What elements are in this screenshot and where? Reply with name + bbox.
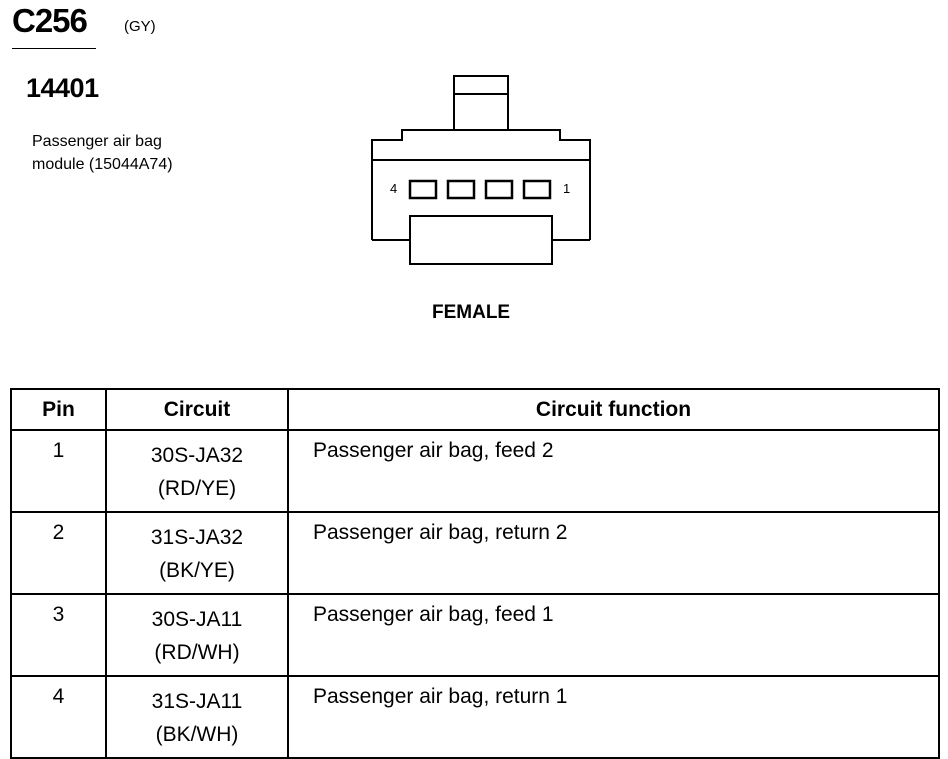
pin-cavity-1 (522, 179, 552, 200)
header-pin: Pin (10, 388, 107, 431)
pin-label-left: 4 (390, 181, 398, 196)
pin-cavity-2 (484, 179, 514, 200)
table-row: 1 30S-JA32 (RD/YE) Passenger air bag, fe… (10, 429, 940, 513)
wire-color: (RD/YE) (157, 477, 237, 500)
pin-cell: 1 (10, 429, 107, 513)
connector-color: (GY) (124, 18, 156, 35)
function-cell: Passenger air bag, feed 2 (287, 429, 940, 513)
function-cell: Passenger air bag, return 2 (287, 511, 940, 595)
pin-cell: 2 (10, 511, 107, 595)
connector-key (409, 215, 553, 265)
circuit-cell: 30S-JA11 (RD/WH) (105, 593, 289, 677)
pinout-table: Pin Circuit Circuit function 1 30S-JA32 … (10, 388, 940, 759)
circuit-cell: 31S-JA11 (BK/WH) (105, 675, 289, 759)
pin-label-right: 1 (563, 181, 571, 196)
circuit-id: 31S-JA11 (151, 690, 243, 713)
component-description: Passenger air bag module (15044A74) (32, 130, 232, 176)
pin-cell: 4 (10, 675, 107, 759)
connector-body-outline (371, 129, 591, 240)
circuit-id: 30S-JA32 (150, 444, 244, 467)
function-cell: Passenger air bag, return 1 (287, 675, 940, 759)
component-description-line-2: module (15044A74) (32, 156, 173, 173)
wire-color: (RD/WH) (154, 641, 240, 664)
header-function: Circuit function (287, 388, 940, 431)
connector-id: C256 (12, 2, 88, 39)
connector-face-diagram (371, 75, 591, 265)
pin-cavity-4 (408, 179, 438, 200)
locking-tab (453, 75, 509, 131)
circuit-id: 31S-JA32 (150, 526, 244, 549)
wire-color: (BK/WH) (155, 723, 239, 746)
function-cell: Passenger air bag, feed 1 (287, 593, 940, 677)
connector-gender: FEMALE (432, 302, 511, 323)
wire-color: (BK/YE) (159, 559, 235, 582)
circuit-id: 30S-JA11 (151, 608, 243, 631)
connector-id-underline (12, 48, 96, 49)
circuit-cell: 30S-JA32 (RD/YE) (105, 429, 289, 513)
pin-cell: 3 (10, 593, 107, 677)
component-description-line-1: Passenger air bag (32, 133, 162, 150)
header-circuit: Circuit (105, 388, 289, 431)
circuit-cell: 31S-JA32 (BK/YE) (105, 511, 289, 595)
table-row: 3 30S-JA11 (RD/WH) Passenger air bag, fe… (10, 593, 940, 677)
table-row: 2 31S-JA32 (BK/YE) Passenger air bag, re… (10, 511, 940, 595)
pin-cavity-3 (446, 179, 476, 200)
table-header-row: Pin Circuit Circuit function (10, 388, 940, 431)
table-row: 4 31S-JA11 (BK/WH) Passenger air bag, re… (10, 675, 940, 759)
part-number: 14401 (26, 73, 99, 103)
